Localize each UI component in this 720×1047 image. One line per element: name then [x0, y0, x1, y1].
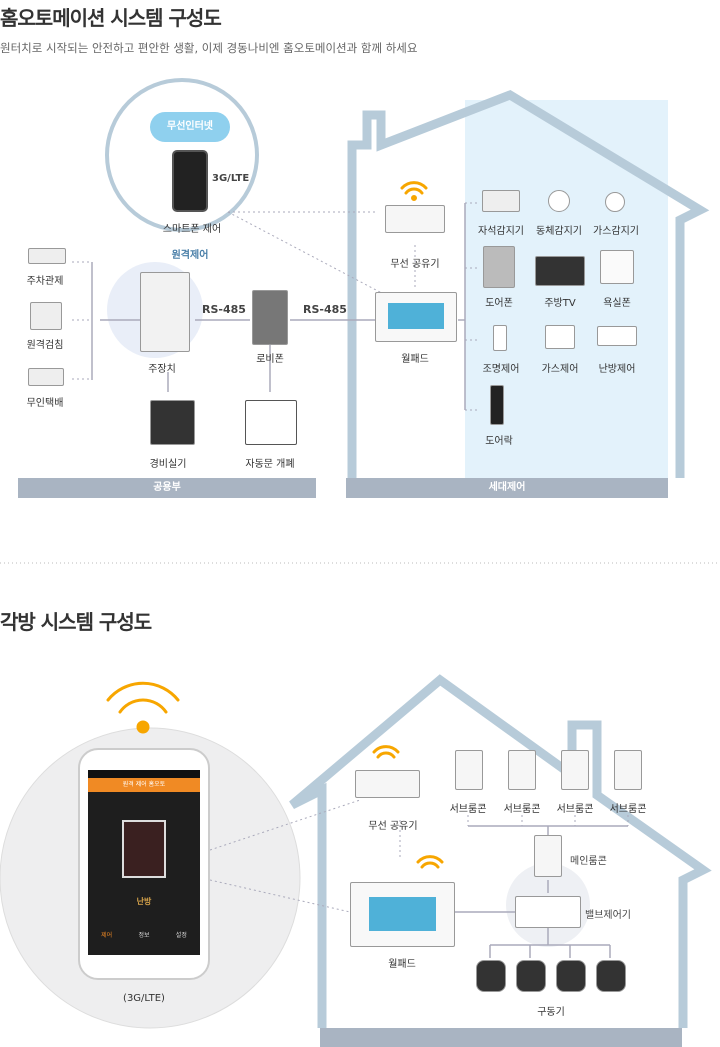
device-label: 도어폰: [485, 298, 513, 309]
router-icon: [385, 205, 445, 233]
sub-room-label: 서브룸콘: [449, 804, 487, 815]
house2-outline: [289, 674, 712, 1028]
main-unit-label: 주장치: [148, 364, 176, 375]
solid-connectors-2: [455, 825, 628, 958]
device-label: 주방TV: [544, 298, 576, 309]
parcel-label: 무인택배: [26, 398, 64, 409]
router2-label: 무선 공유기: [368, 821, 418, 832]
device-label: 동체감지기: [536, 226, 582, 237]
kitchen-tv-icon: [535, 256, 585, 286]
phone-tab-info[interactable]: 정보: [138, 932, 150, 939]
sub-room-icon: [561, 750, 589, 790]
meter-icon: [30, 302, 62, 330]
bath-phone-icon: [600, 250, 634, 284]
phone-mode: 난방: [136, 897, 152, 906]
light-icon: [493, 325, 507, 351]
main-room-label: 메인룸콘: [570, 856, 607, 867]
phone-status-bar: [88, 770, 200, 778]
valve-controller-icon: [515, 896, 581, 928]
house-outline: [347, 90, 710, 478]
gas-valve-icon: [545, 325, 575, 349]
router2-icon: [355, 770, 420, 798]
phone-header: 원격 제어 홈오토: [88, 778, 200, 792]
device-label: 조명제어: [482, 364, 520, 375]
security-label: 경비실기: [149, 459, 187, 470]
dashed-connectors-2: [209, 799, 629, 913]
wallpad-icon: [375, 292, 457, 342]
actuator-icon: [596, 960, 626, 992]
wallpad-label: 월패드: [401, 354, 429, 365]
phone-screen: 원격 제어 홈오토 난방 제어 정보 설정: [88, 770, 200, 955]
device-label: 욕실폰: [603, 298, 631, 309]
magnet-sensor-icon: [482, 190, 520, 212]
actuator-icon: [556, 960, 586, 992]
phone-tab-settings[interactable]: 설정: [175, 932, 187, 939]
network-label: 3G/LTE: [212, 173, 250, 184]
auto-door-label: 자동문 개폐: [245, 459, 295, 470]
actuator-icon: [516, 960, 546, 992]
dashed-connectors: [72, 202, 478, 411]
cloud-icon: 무선인터넷: [150, 112, 230, 142]
rs485-label-2: RS-485: [303, 303, 347, 316]
solid-connectors: [91, 203, 466, 410]
main-unit-icon: [140, 272, 190, 352]
parking-label: 주차관제: [26, 276, 64, 287]
actuator-label: 구동기: [537, 1007, 565, 1018]
doorlock-icon: [490, 385, 504, 425]
phone-network-label: (3G/LTE): [123, 993, 165, 1004]
wallpad2-icon: [350, 882, 455, 947]
wallpad2-label: 월패드: [388, 959, 416, 970]
heating-control-icon: [597, 326, 637, 346]
parcel-icon: [28, 368, 64, 386]
phone-tab-control[interactable]: 제어: [101, 932, 113, 939]
meter-label: 원격검침: [26, 340, 64, 351]
sub-room-icon: [455, 750, 483, 790]
wallpad2-screen: [369, 897, 436, 931]
motion-sensor-icon: [548, 190, 570, 212]
bar-home: 세대제어: [346, 478, 668, 498]
flame-card: [122, 820, 166, 878]
sub-room-label: 서브룸콘: [556, 804, 594, 815]
wifi-icons: [106, 166, 444, 869]
security-phone-icon: [150, 400, 195, 445]
device-label: 난방제어: [598, 364, 636, 375]
lobby-phone-icon: [252, 290, 288, 345]
parking-icon: [28, 248, 66, 264]
device-label: 자석감지기: [478, 226, 524, 237]
rs485-label-1: RS-485: [202, 303, 246, 316]
device-label: 가스감지기: [593, 226, 639, 237]
auto-door-icon: [245, 400, 297, 445]
valve-label: 밸브제어기: [585, 910, 631, 921]
cloud-label: 무선인터넷: [167, 121, 213, 132]
device-label: 가스제어: [541, 364, 579, 375]
bar-common: 공용부: [18, 478, 316, 498]
gas-sensor-icon: [605, 192, 625, 212]
smartphone-label: 스마트폰 제어: [162, 224, 222, 235]
section1-subtitle: 원터치로 시작되는 안전하고 편안한 생활, 이제 경동나비엔 홈오토메이션과 …: [0, 41, 418, 55]
bar-bottom: [320, 1028, 682, 1047]
sub-room-icon: [508, 750, 536, 790]
doorphone-icon: [483, 246, 515, 288]
wallpad-screen: [388, 303, 444, 329]
lobby-label: 로비폰: [256, 354, 284, 365]
smartphone-icon: [172, 150, 208, 212]
actuator-icon: [476, 960, 506, 992]
sub-room-label: 서브룸콘: [609, 804, 647, 815]
main-room-icon: [534, 835, 562, 877]
remote-label: 원격제어: [171, 250, 209, 261]
phone-icon: 원격 제어 홈오토 난방 제어 정보 설정: [78, 748, 210, 980]
sub-room-label: 서브룸콘: [503, 804, 541, 815]
section2-title: 각방 시스템 구성도: [0, 610, 152, 634]
section1-title: 홈오토메이션 시스템 구성도: [0, 6, 222, 30]
sub-room-icon: [614, 750, 642, 790]
phone-tab-bar: 제어 정보 설정: [88, 930, 200, 939]
router-label: 무선 공유기: [390, 259, 440, 270]
device-label: 도어락: [485, 436, 513, 447]
